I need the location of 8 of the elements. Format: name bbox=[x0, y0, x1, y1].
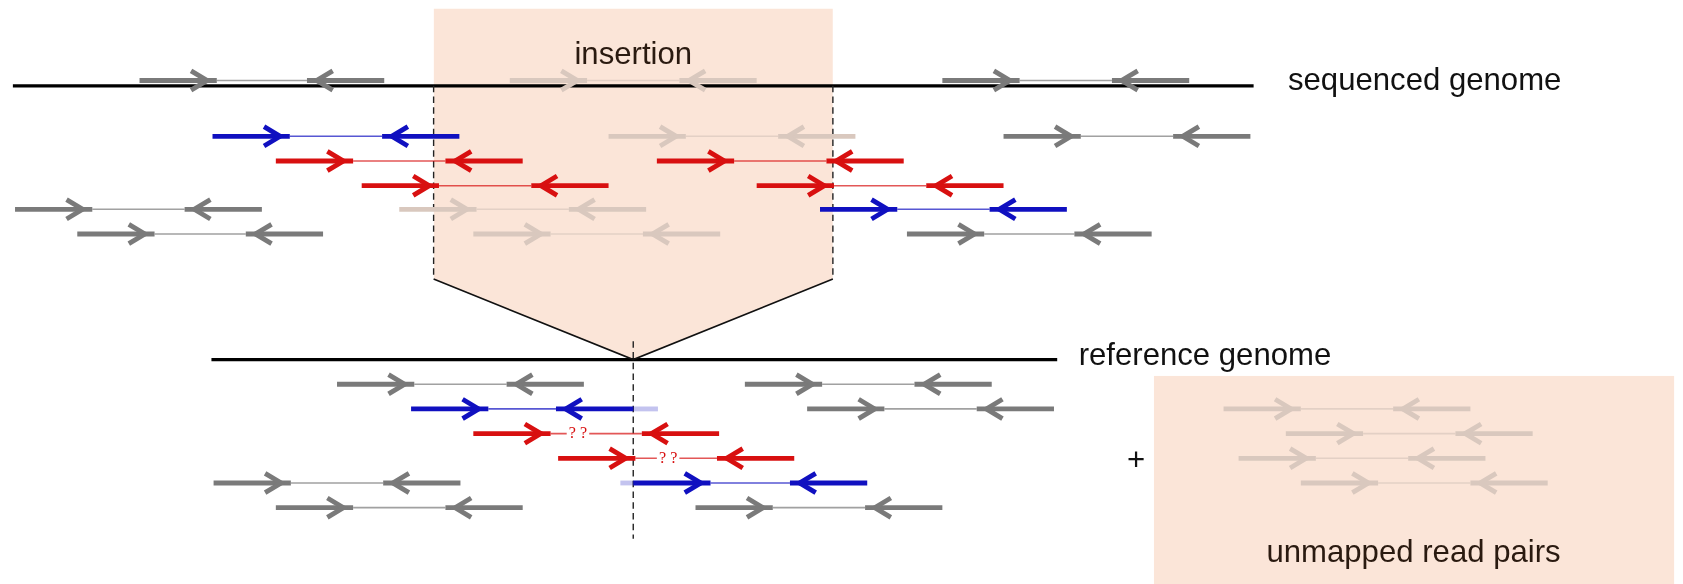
plus-sign: + bbox=[1126, 444, 1146, 476]
axis-label: sequenced genome bbox=[1287, 64, 1562, 96]
region-label: insertion bbox=[574, 38, 693, 70]
panel-label: unmapped read pairs bbox=[1266, 536, 1561, 568]
insertion-region bbox=[433, 8, 833, 360]
axis-label: reference genome bbox=[1078, 339, 1332, 371]
uncertainty-mark: ? ? bbox=[656, 449, 680, 466]
unmapped-reads-panel bbox=[1153, 375, 1675, 584]
